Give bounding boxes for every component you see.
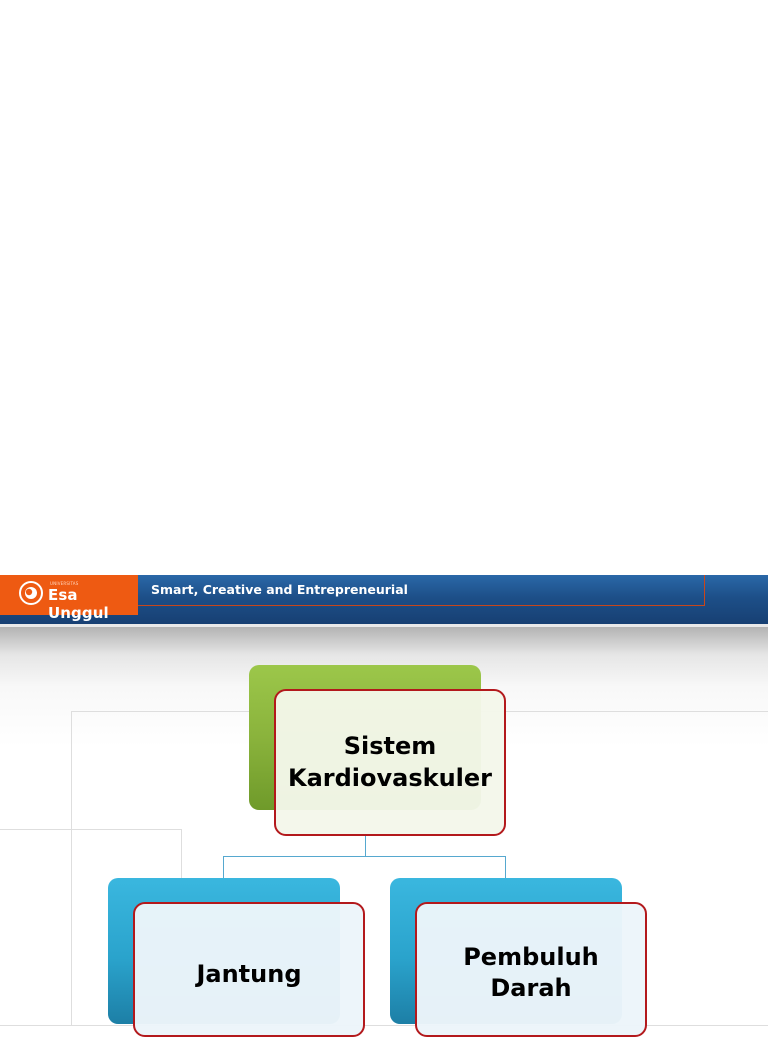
root-node-label-line2: Kardiovaskuler xyxy=(287,763,493,792)
child-node-label-line1: Pembuluh xyxy=(463,943,599,971)
connector-line xyxy=(365,835,366,857)
connector-line xyxy=(223,856,224,878)
university-logo: UNIVERSITAS Esa Unggul xyxy=(0,575,138,622)
logo-emblem-icon xyxy=(19,581,43,605)
connector-line xyxy=(223,856,506,857)
tagline: Smart, Creative and Entrepreneurial xyxy=(151,582,408,597)
banner-divider xyxy=(0,624,768,627)
logo-name: Esa Unggul xyxy=(48,586,109,622)
blank-area xyxy=(0,0,768,575)
header-banner: UNIVERSITAS Esa Unggul Smart, Creative a… xyxy=(0,575,768,625)
connector-line xyxy=(505,856,506,878)
root-node: Sistem Kardiovaskuler xyxy=(274,689,506,836)
slide-content: Sistem Kardiovaskuler Jantung Pembuluh D… xyxy=(0,627,768,1037)
child-node-jantung: Jantung xyxy=(133,902,365,1037)
root-node-label-line1: Sistem xyxy=(343,732,437,761)
logo-small-text: UNIVERSITAS xyxy=(50,581,79,586)
child-node-pembuluh-darah: Pembuluh Darah xyxy=(415,902,647,1037)
banner-accent-line xyxy=(138,575,705,606)
child-node-label-line1: Jantung xyxy=(196,960,302,988)
child-node-label-line2: Darah xyxy=(490,974,572,1003)
